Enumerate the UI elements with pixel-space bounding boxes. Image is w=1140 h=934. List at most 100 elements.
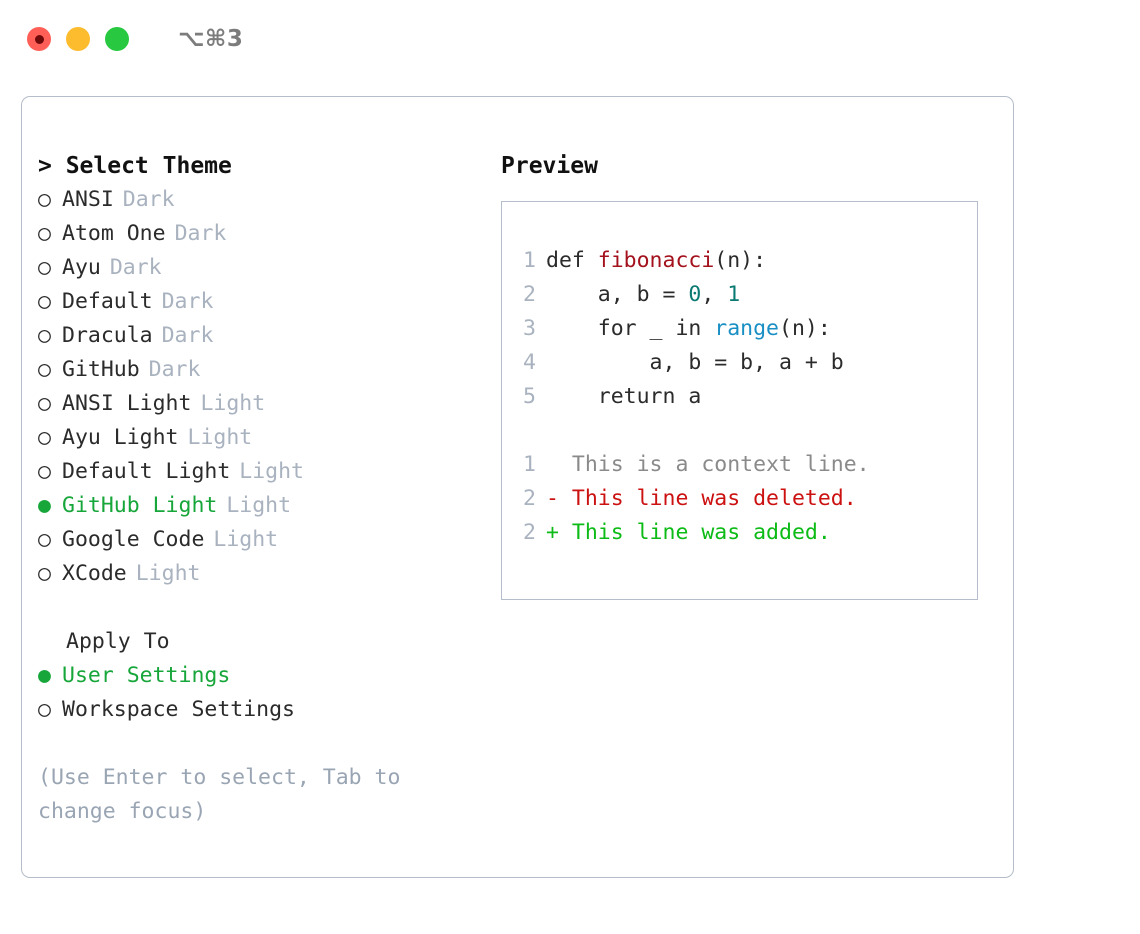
theme-option-tag: Dark: [109, 255, 162, 280]
theme-option-ayu[interactable]: ○ Ayu Dark: [38, 251, 468, 285]
code-token: fibonacci: [597, 248, 715, 273]
theme-option-tag: Light: [135, 561, 201, 586]
close-button[interactable]: [27, 27, 51, 51]
diff-line-ctx: 1 This is a context line.: [514, 448, 870, 482]
code-token: a, b =: [546, 282, 689, 307]
theme-option-dracula[interactable]: ○ Dracula Dark: [38, 319, 468, 353]
theme-option-label: GitHub Light: [62, 493, 218, 518]
theme-option-ayu-light[interactable]: ○ Ayu Light Light: [38, 421, 468, 455]
apply-to-heading: Apply To: [66, 629, 170, 654]
code-token: (n):: [779, 316, 831, 341]
line-number: 2: [523, 486, 536, 511]
zoom-button[interactable]: [105, 27, 129, 51]
code-token: 0: [688, 282, 702, 307]
theme-option-label: GitHub: [62, 357, 140, 382]
diff-marker: +: [546, 520, 572, 545]
code-line: 4 a, b = b, a + b: [514, 346, 870, 380]
apply-to-options: ● User Settings ○ Workspace Settings: [38, 659, 468, 727]
radio-selected-icon: ●: [38, 663, 51, 688]
radio-unselected-icon: ○: [38, 527, 51, 552]
diff-line-del: 2- This line was deleted.: [514, 482, 870, 516]
theme-option-tag: Dark: [161, 289, 214, 314]
theme-option-ansi-light[interactable]: ○ ANSI Light Light: [38, 387, 468, 421]
theme-option-atom-one[interactable]: ○ Atom One Dark: [38, 217, 468, 251]
code-line: 3 for _ in range(n):: [514, 312, 870, 346]
code-token: return a: [546, 384, 702, 409]
radio-unselected-icon: ○: [38, 459, 51, 484]
theme-option-tag: Dark: [148, 357, 201, 382]
line-number: 4: [523, 350, 536, 375]
radio-unselected-icon: ○: [38, 391, 51, 416]
code-token: a, b = b, a + b: [546, 350, 844, 375]
theme-option-label: Ayu Light: [62, 425, 179, 450]
code-token: range: [714, 316, 780, 341]
code-line: 5 return a: [514, 380, 870, 414]
theme-option-tag: Light: [200, 391, 266, 416]
code-token: def: [546, 248, 598, 273]
theme-option-tag: Dark: [161, 323, 214, 348]
code-token: for _ in: [546, 316, 715, 341]
theme-option-tag: Light: [239, 459, 305, 484]
title-bar: ⌥⌘3: [0, 0, 1140, 78]
apply-to-option-label: Workspace Settings: [62, 697, 295, 722]
apply-to-option-workspace-settings[interactable]: ○ Workspace Settings: [38, 693, 468, 727]
theme-option-label: Atom One: [62, 221, 166, 246]
code-blank-line: [514, 414, 870, 448]
line-number: 1: [523, 452, 536, 477]
theme-option-tag: Dark: [174, 221, 227, 246]
line-number: 2: [523, 282, 536, 307]
radio-unselected-icon: ○: [38, 357, 51, 382]
theme-option-label: Dracula: [62, 323, 153, 348]
diff-text: This line was added.: [571, 520, 831, 545]
line-number: 3: [523, 316, 536, 341]
radio-selected-icon: ●: [38, 493, 51, 518]
window-controls: [27, 27, 129, 51]
theme-option-label: ANSI Light: [62, 391, 192, 416]
preview-heading: Preview: [501, 153, 598, 179]
code-token: ,: [701, 282, 728, 307]
radio-unselected-icon: ○: [38, 289, 51, 314]
theme-option-label: XCode: [62, 561, 127, 586]
theme-option-label: ANSI: [62, 187, 114, 212]
radio-unselected-icon: ○: [38, 221, 51, 246]
radio-unselected-icon: ○: [38, 323, 51, 348]
theme-option-label: Ayu: [62, 255, 101, 280]
radio-unselected-icon: ○: [38, 561, 51, 586]
radio-unselected-icon: ○: [38, 425, 51, 450]
keyboard-shortcut-label: ⌥⌘3: [178, 26, 244, 52]
line-number: 5: [523, 384, 536, 409]
radio-unselected-icon: ○: [38, 187, 51, 212]
radio-unselected-icon: ○: [38, 255, 51, 280]
diff-marker: -: [546, 486, 572, 511]
code-token: 1: [727, 282, 741, 307]
apply-to-option-user-settings[interactable]: ● User Settings: [38, 659, 468, 693]
diff-text: This line was deleted.: [571, 486, 857, 511]
theme-option-label: Google Code: [62, 527, 205, 552]
apply-to-option-label: User Settings: [62, 663, 231, 688]
minimize-button[interactable]: [66, 27, 90, 51]
diff-line-add: 2 + This line was added.: [514, 516, 870, 550]
keyboard-hint-text: (Use Enter to select, Tab to change focu…: [38, 765, 414, 824]
theme-option-xcode[interactable]: ○ XCode Light: [38, 557, 468, 591]
code-token: (n):: [714, 248, 767, 273]
code-line: 1 def fibonacci(n):: [514, 244, 870, 278]
select-theme-heading: > Select Theme: [38, 153, 232, 179]
apply-to-section: Apply To ● User Settings ○ Workspace Settin…: [38, 625, 468, 727]
radio-unselected-icon: ○: [38, 697, 51, 722]
line-number: 2: [523, 520, 536, 545]
theme-option-tag: Light: [187, 425, 253, 450]
theme-option-github[interactable]: ○ GitHub Dark: [38, 353, 468, 387]
diff-text: This is a context line.: [571, 452, 870, 477]
line-number: 1: [523, 248, 536, 273]
